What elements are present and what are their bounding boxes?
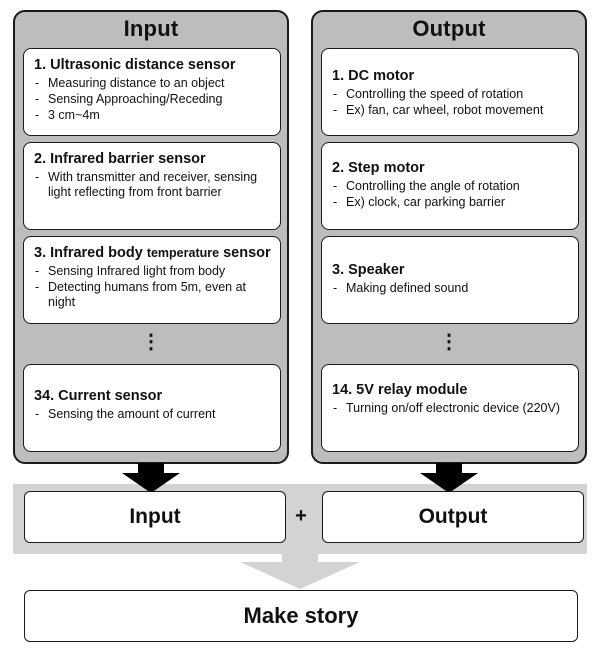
output-panel: Output 1. DC motor Controlling the speed…: [311, 10, 587, 464]
card-item: Ex) fan, car wheel, robot movement: [332, 103, 568, 118]
combined-output-box: Output: [322, 491, 584, 543]
card-item: With transmitter and receiver, sensing l…: [34, 170, 270, 200]
make-story-box: Make story: [24, 590, 578, 642]
card-item: 3 cm~4m: [34, 108, 270, 123]
card-item: Detecting humans from 5m, even at night: [34, 280, 270, 310]
input-card-current: 34. Current sensor Sensing the amount of…: [23, 364, 281, 452]
plus-icon: +: [295, 505, 307, 527]
card-title-small: temperature: [146, 246, 220, 260]
input-card-ultrasonic: 1. Ultrasonic distance sensor Measuring …: [23, 48, 281, 136]
card-title: 3. Infrared body temperature sensor: [34, 244, 271, 262]
combined-input-box: Input: [24, 491, 286, 543]
card-title-end: sensor: [219, 245, 271, 261]
output-card-dc-motor: 1. DC motor Controlling the speed of rot…: [321, 48, 579, 136]
card-item: Sensing Infrared light from body: [34, 264, 270, 279]
output-card-relay: 14. 5V relay module Turning on/off elect…: [321, 364, 579, 452]
card-item: Controlling the angle of rotation: [332, 179, 568, 194]
card-title: 2. Infrared barrier sensor: [34, 151, 206, 167]
card-title-main: 3. Infrared body: [34, 245, 147, 261]
card-item: Measuring distance to an object: [34, 76, 270, 91]
input-panel-title: Input: [123, 16, 179, 41]
card-title: 2. Step motor: [332, 160, 425, 176]
card-item: Turning on/off electronic device (220V): [332, 401, 568, 416]
card-title: 3. Speaker: [332, 262, 405, 278]
output-panel-title: Output: [412, 16, 486, 41]
card-item: Controlling the speed of rotation: [332, 87, 568, 102]
card-title: 34. Current sensor: [34, 388, 163, 404]
output-card-speaker: 3. Speaker Making defined sound: [321, 236, 579, 324]
card-item: Sensing the amount of current: [34, 407, 270, 422]
card-title: 1. DC motor: [332, 68, 415, 84]
card-item: Making defined sound: [332, 281, 568, 296]
card-item: Ex) clock, car parking barrier: [332, 195, 568, 210]
output-card-step-motor: 2. Step motor Controlling the angle of r…: [321, 142, 579, 230]
output-ellipsis-icon: ⋮: [439, 331, 459, 353]
input-ellipsis-icon: ⋮: [141, 331, 161, 353]
card-item: Sensing Approaching/Receding: [34, 92, 270, 107]
input-card-infrared-barrier: 2. Infrared barrier sensor With transmit…: [23, 142, 281, 230]
card-title: 14. 5V relay module: [332, 382, 468, 398]
combine-down-arrow-icon: [240, 554, 360, 589]
input-panel: Input 1. Ultrasonic distance sensor Meas…: [13, 10, 289, 464]
card-title: 1. Ultrasonic distance sensor: [34, 57, 236, 73]
input-card-infrared-body: 3. Infrared body temperature sensor Sens…: [23, 236, 281, 324]
